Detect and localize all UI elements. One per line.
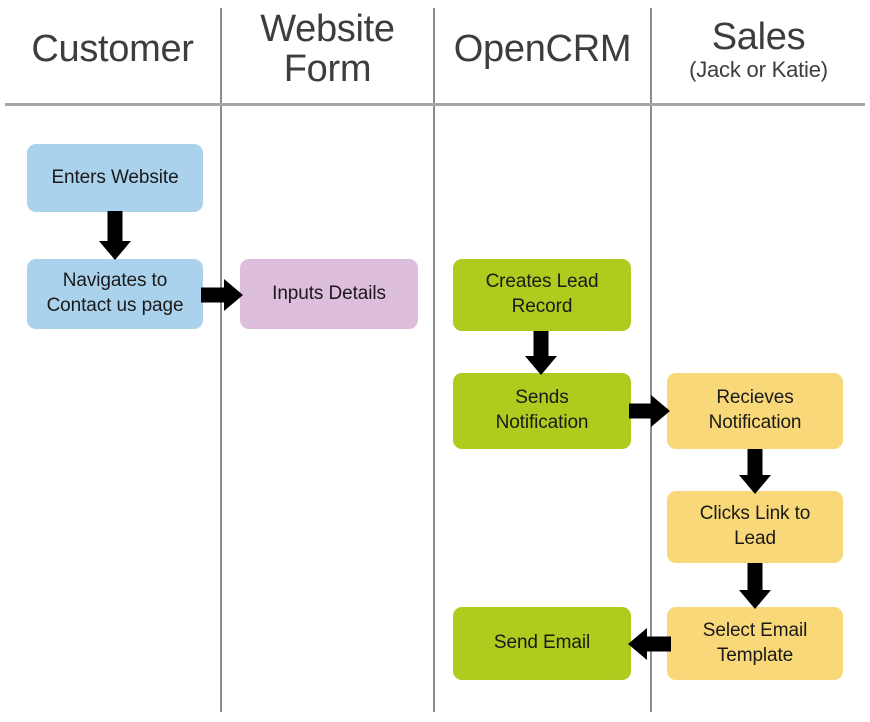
process-node-creates-lead-record[interactable]: Creates Lead Record [453, 259, 631, 331]
arrow-shaft [645, 636, 671, 652]
lane-title-opencrm: OpenCRM [453, 28, 632, 71]
arrow-enters-to-navigates [99, 211, 131, 260]
arrow-shaft [629, 403, 653, 419]
lane-divider-3 [650, 8, 652, 712]
lane-subtitle-sales: (Jack or Katie) [689, 56, 828, 82]
process-node-select-email-template[interactable]: Select Email Template [667, 607, 843, 680]
arrow-clicks-to-select [739, 563, 771, 609]
arrow-head [525, 356, 557, 375]
process-node-sends-notification[interactable]: Sends Notification [453, 373, 631, 449]
process-node-navigates-contact-us[interactable]: Navigates to Contact us page [27, 259, 203, 329]
lane-header-sales: Sales(Jack or Katie) [652, 0, 865, 100]
arrow-sends-to-recieves [629, 395, 670, 427]
lane-header-customer: Customer [5, 0, 220, 100]
arrow-head [739, 475, 771, 494]
arrow-head [99, 241, 131, 260]
process-node-send-email[interactable]: Send Email [453, 607, 631, 680]
arrow-shaft [747, 449, 763, 477]
arrow-creates-to-sends [525, 331, 557, 375]
arrow-shaft [533, 331, 549, 358]
lane-title-website-form: Website Form [260, 8, 395, 90]
lane-divider-2 [433, 8, 435, 712]
process-node-enters-website[interactable]: Enters Website [27, 144, 203, 212]
arrow-head [224, 279, 243, 311]
process-node-inputs-details[interactable]: Inputs Details [240, 259, 418, 329]
arrow-head [628, 628, 647, 660]
lane-divider-1 [220, 8, 222, 712]
arrow-shaft [107, 211, 123, 243]
arrow-head [651, 395, 670, 427]
process-node-recieves-notification[interactable]: Recieves Notification [667, 373, 843, 449]
arrow-head [739, 590, 771, 609]
lane-header-opencrm: OpenCRM [435, 0, 650, 100]
lane-header-website-form: Website Form [222, 0, 433, 100]
lane-header-separator [5, 103, 865, 106]
lane-title-customer: Customer [31, 28, 194, 71]
process-node-clicks-link-to-lead[interactable]: Clicks Link to Lead [667, 491, 843, 563]
lane-title-sales: Sales [711, 16, 806, 59]
arrow-shaft [747, 563, 763, 592]
arrow-recieves-to-clicks [739, 449, 771, 494]
arrow-shaft [201, 287, 226, 303]
arrow-select-to-send-email [628, 628, 671, 660]
arrow-navigates-to-inputs [201, 279, 243, 311]
